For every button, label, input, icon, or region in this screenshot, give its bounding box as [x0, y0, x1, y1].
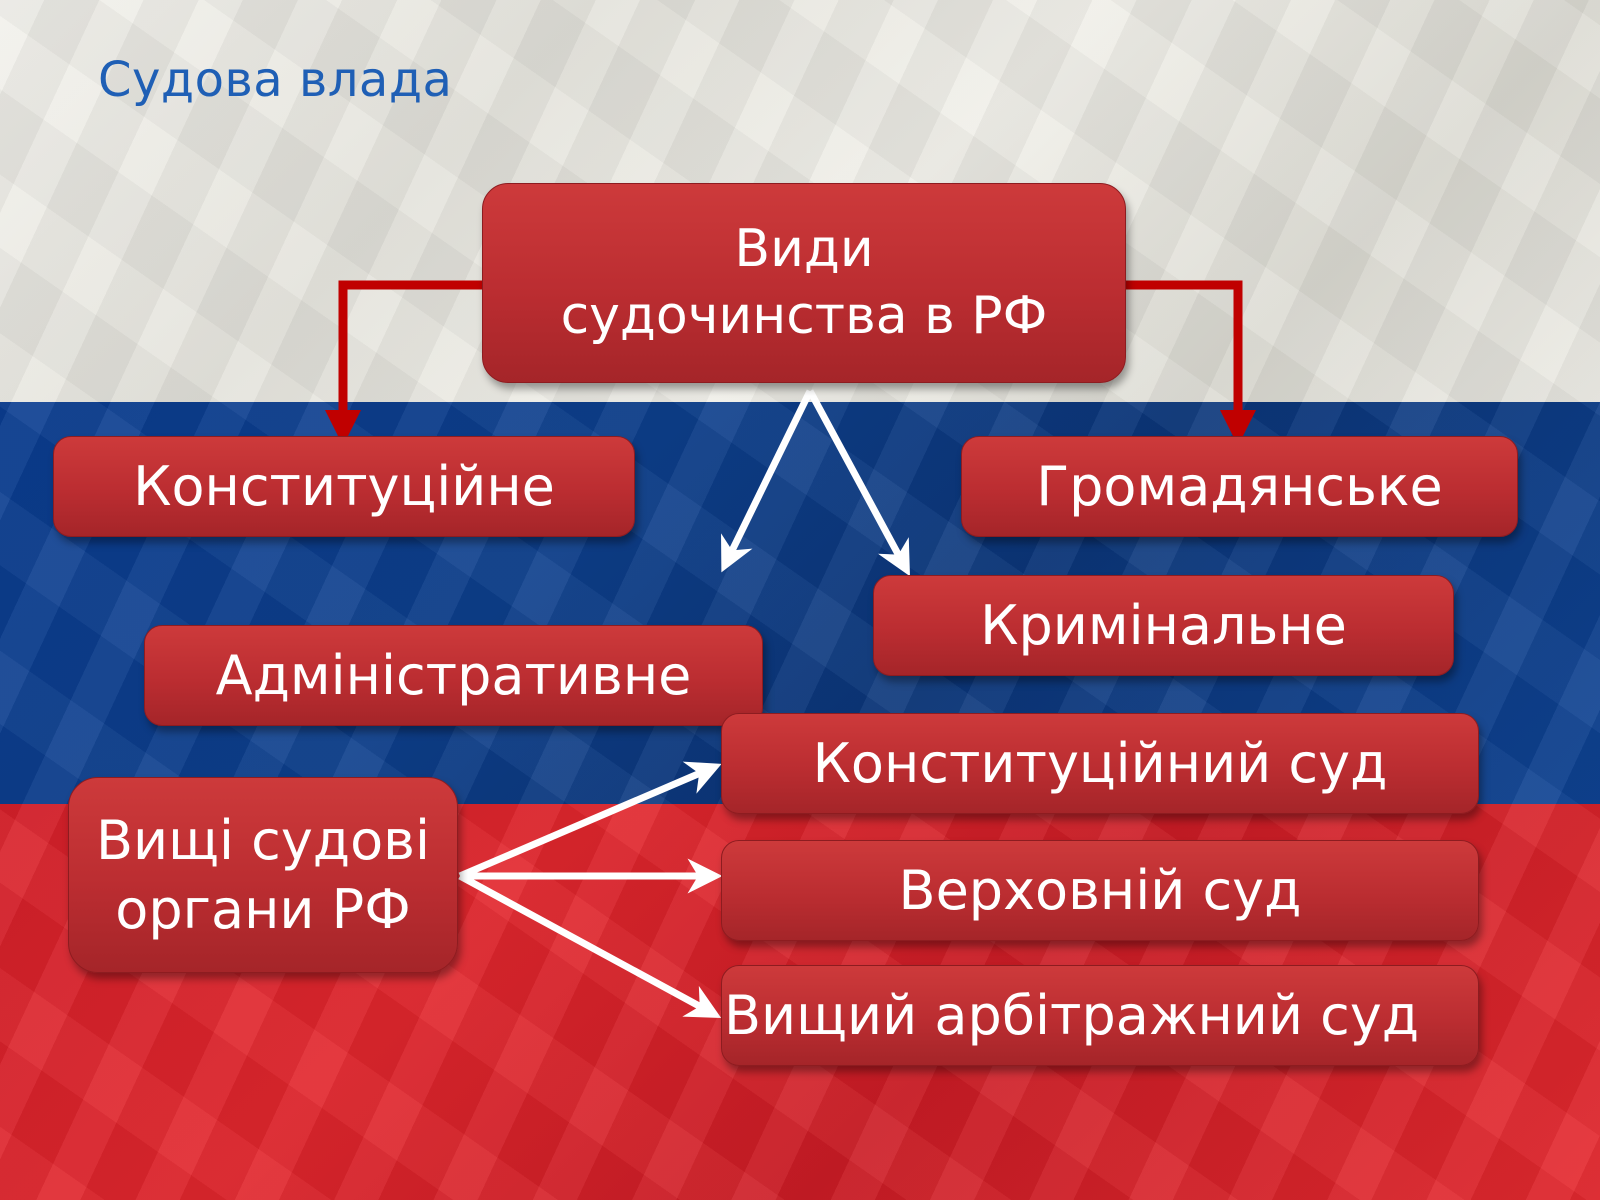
node-higher-line1: Вищі судові [95, 808, 431, 872]
node-higher-line2: органи РФ [115, 878, 411, 941]
node-root-line2: судочинства в РФ [560, 286, 1048, 346]
node-arbitration-court: Вищий арбітражний суд [721, 965, 1479, 1066]
node-types-of-judicial-proceedings: Види судочинства в РФ [482, 183, 1126, 383]
node-civil: Громадянське [961, 436, 1518, 537]
node-constitutional: Конституційне [53, 436, 635, 537]
slide-title: Судова влада [98, 52, 453, 108]
node-supreme-court: Верховній суд [721, 840, 1479, 941]
node-higher-judicial-bodies: Вищі судові органи РФ [68, 777, 458, 973]
node-constitutional-court: Конституційний суд [721, 713, 1479, 814]
node-administrative: Адміністративне [144, 625, 763, 726]
node-criminal: Кримінальне [873, 575, 1454, 676]
node-root-line1: Види [734, 219, 874, 280]
